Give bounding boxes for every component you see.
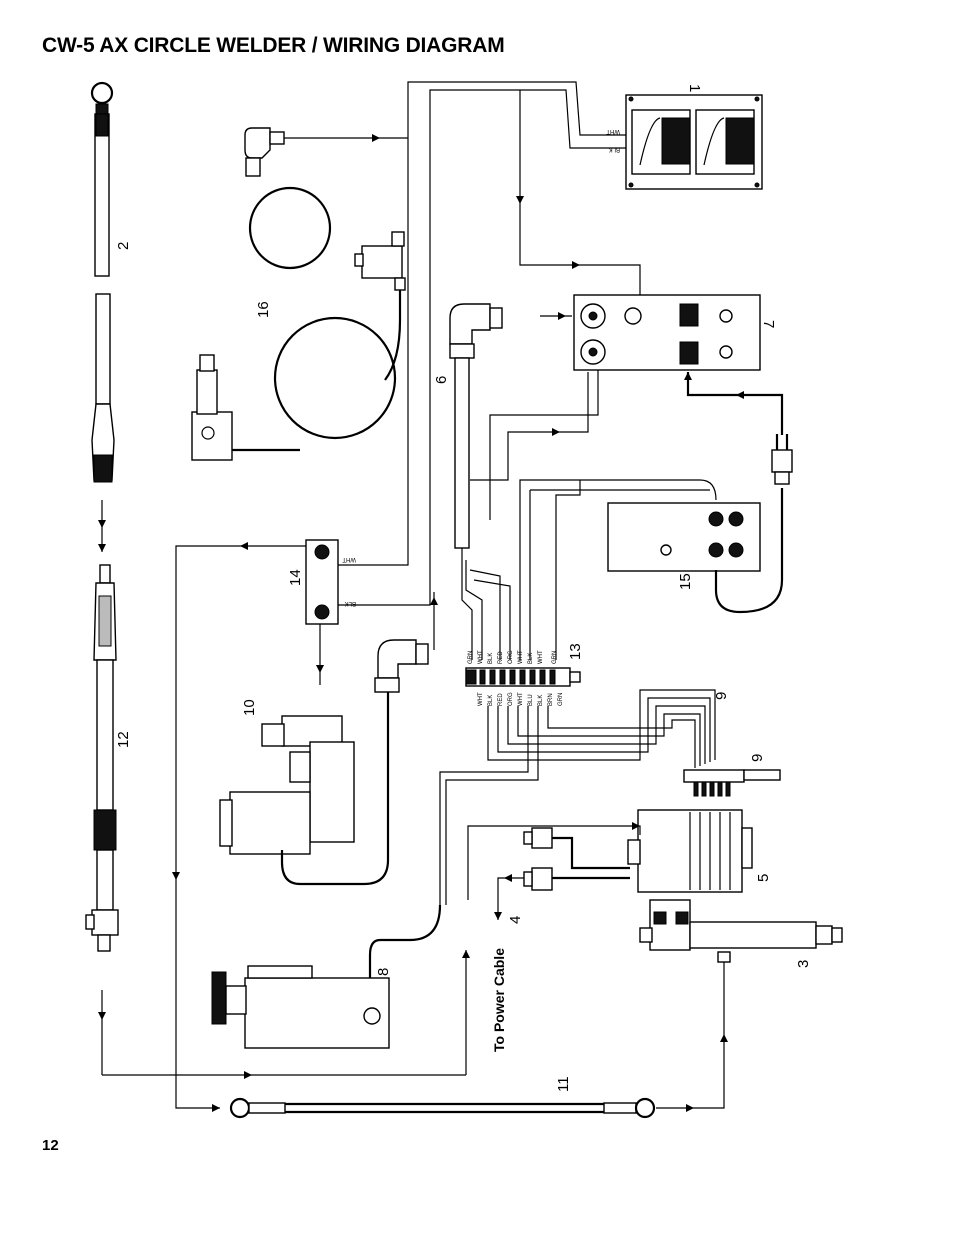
- gas-elbow-10: [280, 592, 438, 886]
- tl-top-3: RED: [498, 651, 504, 664]
- wire-from-7b: [470, 372, 589, 481]
- callout-numbers: 1 2 3 4 5 6 7 8 9 9 10 11 12 13 14 15 16…: [115, 84, 812, 1092]
- arrow-icon: [462, 950, 470, 958]
- arrow-icon: [240, 542, 248, 550]
- round-connector-icon: [531, 867, 553, 891]
- terminal-labels-top: GRN WHT BLK RED ORG WHT BLK WHT GRN: [468, 650, 558, 664]
- arrow-icon: [558, 312, 566, 320]
- callout-13: 13: [567, 643, 584, 660]
- arrow-icon: [736, 391, 744, 399]
- callout-11: 11: [555, 1076, 572, 1092]
- callout-2: 2: [115, 242, 132, 250]
- callout-5: 5: [755, 874, 772, 882]
- callout-8: 8: [375, 968, 392, 976]
- gas-valve-16: [191, 127, 408, 461]
- callout-12: 12: [115, 731, 132, 748]
- tl-top-2: BLK: [488, 653, 494, 664]
- callout-3: 3: [795, 960, 812, 968]
- connectors-4: [494, 827, 553, 920]
- tl-bot-4: WHT: [518, 692, 524, 706]
- tl-top-1: WHT: [478, 650, 484, 664]
- tl-bot-8: GRN: [558, 693, 564, 706]
- arrow-icon: [516, 196, 524, 204]
- power-plug-icon: [771, 449, 793, 473]
- callout-16: 16: [255, 301, 272, 318]
- callout-15: 15: [677, 573, 694, 590]
- power-supply-5: [467, 809, 753, 900]
- callout-4: 4: [507, 916, 524, 924]
- heatsink-fins: [689, 812, 731, 890]
- callout-6: 6: [433, 376, 450, 384]
- arrow-icon: [684, 372, 692, 380]
- terminal-labels-bottom: WHT BLK RED ORG WHT BLU BLK BRN GRN: [478, 692, 564, 706]
- arrow-icon: [372, 134, 380, 142]
- relay-wire-wht: WHT: [342, 556, 356, 562]
- terminal-posts: [479, 669, 556, 685]
- tl-bot-0: WHT: [478, 692, 484, 706]
- arrow-icon: [720, 1034, 728, 1042]
- tl-top-6: BLK: [528, 653, 534, 664]
- tl-top-8: GRN: [552, 651, 558, 664]
- torch-3: [639, 899, 843, 1112]
- arrow-icon: [98, 1012, 106, 1020]
- wire-block-9: [683, 769, 781, 797]
- power-cable-note: To Power Cable: [491, 948, 507, 1052]
- wire-from-7: [489, 370, 599, 520]
- callout-9a: 9: [713, 692, 730, 700]
- tl-top-0: GRN: [468, 651, 474, 664]
- arrow-icon: [244, 1071, 252, 1079]
- tl-bot-3: ORG: [508, 692, 514, 706]
- meter-panel-1: WHT BLK: [606, 94, 763, 190]
- wire-label-wht: WHT: [606, 128, 620, 134]
- arrow-icon: [632, 822, 640, 830]
- terminal-strip-13: GRN WHT BLK RED ORG WHT BLK WHT GRN WHT …: [439, 480, 716, 905]
- arrow-icon: [172, 872, 180, 880]
- arrow-icon: [504, 874, 512, 882]
- tl-bot-6: BLK: [538, 695, 544, 706]
- left-arrows: [98, 500, 466, 1079]
- wire-feed-motor-10: [219, 715, 355, 855]
- callout-9b: 9: [749, 754, 766, 762]
- arrow-icon: [686, 1104, 694, 1112]
- wire-block-pins: [693, 781, 731, 797]
- relay-14: WHT BLK: [172, 539, 356, 1112]
- arrow-icon: [494, 912, 502, 920]
- wire-label-blk: BLK: [609, 146, 620, 152]
- page-number: 12: [42, 1137, 59, 1154]
- ground-cable-11: [229, 1097, 656, 1119]
- page-title: CW-5 AX CIRCLE WELDER / WIRING DIAGRAM: [42, 34, 505, 57]
- wires-to-15: [519, 479, 717, 501]
- travel-motor-8: [211, 904, 442, 1049]
- tl-top-7: WHT: [538, 650, 544, 664]
- gas-elbow-6: [449, 303, 503, 549]
- arrow-icon: [212, 1104, 220, 1112]
- power-plug: [684, 372, 793, 485]
- tl-bot-7: BRN: [548, 693, 554, 706]
- round-connector-icon: [531, 827, 553, 849]
- callout-14: 14: [287, 569, 304, 586]
- callout-10: 10: [241, 699, 258, 716]
- arrow-icon: [572, 261, 580, 269]
- relay-wire-blk: BLK: [345, 600, 356, 606]
- callout-1: 1: [686, 84, 703, 92]
- control-box-7: [540, 294, 761, 371]
- arrow-icon: [98, 520, 106, 528]
- tl-bot-5: BLU: [528, 694, 534, 706]
- tl-top-5: WHT: [518, 650, 524, 664]
- arrow-icon: [316, 665, 324, 673]
- contactor-box-15: [607, 488, 784, 614]
- tl-bot-2: RED: [498, 693, 504, 706]
- cable-assembly-2: [90, 81, 115, 483]
- callout-7: 7: [760, 320, 777, 328]
- tl-bot-1: BLK: [488, 695, 494, 706]
- arrow-icon: [430, 597, 438, 605]
- meter-wires: [338, 81, 641, 606]
- tl-top-4: ORG: [508, 650, 514, 664]
- arrow-icon: [552, 428, 560, 436]
- arrow-icon: [98, 544, 106, 552]
- torch-cable-12: [85, 564, 119, 952]
